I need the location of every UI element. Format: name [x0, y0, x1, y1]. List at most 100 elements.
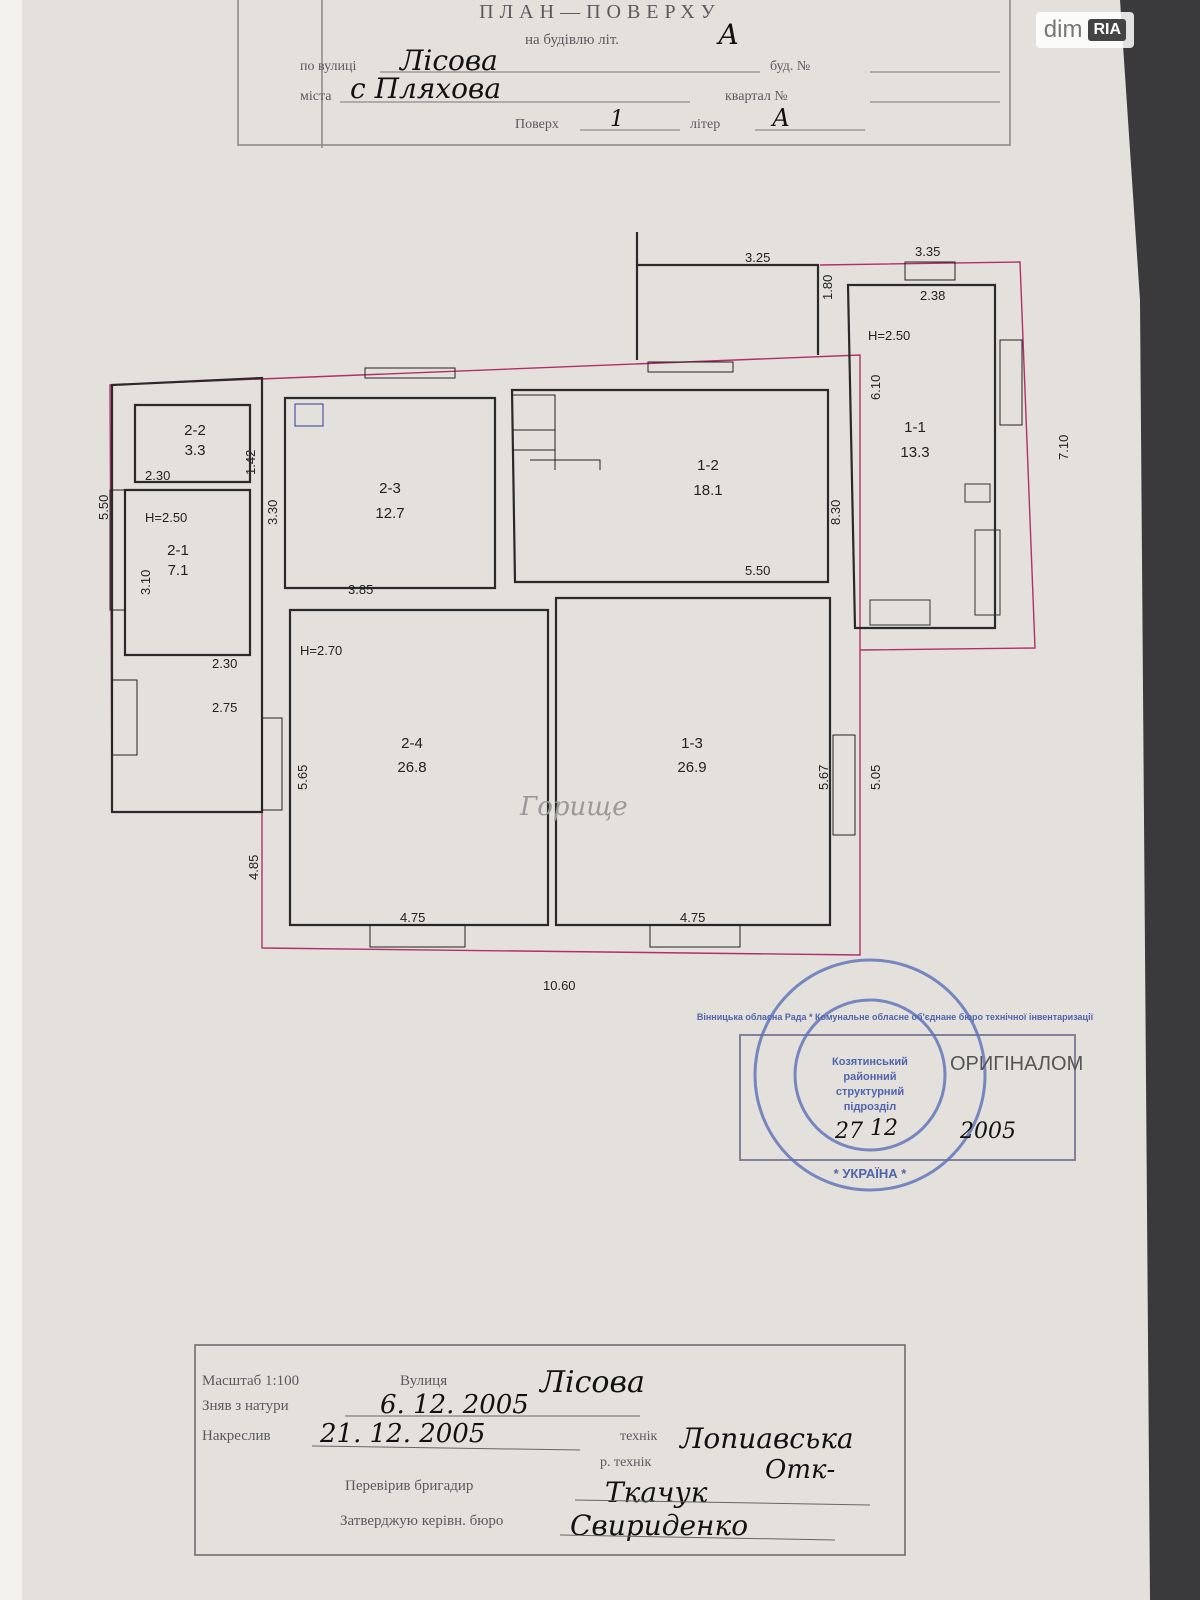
plan-title: ПЛАН—ПОВЕРХУ	[479, 1, 721, 23]
label: районний	[843, 1071, 896, 1083]
label: Зняв з натури	[202, 1398, 289, 1414]
label: 12	[870, 1116, 898, 1141]
label: 2.30	[212, 656, 237, 671]
label: Накреслив	[202, 1428, 271, 1444]
label: 5.05	[868, 765, 883, 790]
paper-sheet	[0, 0, 1150, 1600]
room-2-3-walls	[283, 396, 497, 590]
label: 3.25	[745, 250, 770, 265]
notebook-edge	[0, 0, 22, 1600]
label: * УКРАЇНА *	[834, 1166, 908, 1181]
label: Ткачук	[605, 1476, 708, 1509]
street-label: по вулиці	[300, 59, 356, 74]
watermark-badge: RIA	[1088, 19, 1126, 41]
label: 4.75	[680, 910, 705, 925]
stove-icon	[294, 403, 324, 427]
official-stamp: Козятинський районний структурний підроз…	[697, 958, 1094, 1192]
label: 7.10	[1056, 435, 1071, 460]
watermark-brand: dim	[1043, 16, 1083, 43]
room-id: 2-2	[184, 422, 206, 439]
room-id: 1-3	[681, 735, 703, 752]
porch-walls	[635, 232, 820, 360]
house-label: буд. №	[770, 59, 810, 74]
label: 10.60	[543, 978, 576, 993]
label: 3.10	[138, 570, 153, 595]
label: 3.35	[915, 244, 940, 259]
label: 6. 12. 2005	[380, 1390, 529, 1420]
label: Вінницька обласна Рада * Комунальне обла…	[697, 1012, 1094, 1022]
letter-label: літер	[690, 117, 720, 132]
watermark: dim RIA	[1035, 12, 1134, 48]
label: 8.30	[828, 500, 843, 525]
attic-label: Горище	[519, 792, 628, 822]
letter-value: А	[770, 104, 790, 132]
building-letter: А	[716, 18, 739, 51]
stairs-icon	[512, 394, 601, 470]
label: структурний	[836, 1086, 904, 1098]
boiler-icon	[869, 599, 931, 626]
label: Отк-	[765, 1455, 835, 1485]
block-label: квартал №	[725, 89, 788, 104]
label: Козятинський	[832, 1056, 908, 1068]
header-block: ПЛАН—ПОВЕРХУ на будівлю літ. А по вулиці…	[237, 0, 1011, 148]
floor-plan: 2-2 3.3 2-1 7.1 2-3 12.7 1-2 18.1 1-1 13…	[96, 232, 1071, 993]
floor-value: 1	[610, 107, 624, 132]
city-label: міста	[300, 89, 332, 104]
room-area: 26.9	[677, 759, 706, 776]
room-1-2-walls	[510, 388, 830, 584]
label: 3.30	[265, 500, 280, 525]
label: 27	[834, 1119, 863, 1144]
label: Лісова	[538, 1365, 645, 1400]
room-1-1-walls	[846, 283, 997, 630]
label: Лопиавська	[678, 1422, 854, 1455]
label: 5.50	[96, 495, 111, 520]
label: Масштаб 1:100	[202, 1373, 299, 1389]
room-id: 2-3	[379, 480, 401, 497]
label: ОРИГІНАЛОМ	[950, 1053, 1083, 1075]
floor-label: Поверх	[515, 117, 559, 132]
room-area: 7.1	[168, 562, 189, 579]
room-1-3-walls	[554, 596, 832, 927]
room-area: 26.8	[397, 759, 426, 776]
room-2-2-walls	[133, 403, 252, 484]
label: 4.75	[400, 910, 425, 925]
label: 2.38	[920, 288, 945, 303]
label: 5.50	[745, 563, 770, 578]
label: 21. 12. 2005	[319, 1419, 485, 1449]
label: 5.65	[295, 765, 310, 790]
room-id: 2-1	[167, 542, 189, 559]
label: 2.30	[145, 468, 170, 483]
room-area: 18.1	[693, 482, 722, 499]
room-area: 12.7	[375, 505, 404, 522]
label: технік	[620, 1429, 658, 1444]
room-id: 2-4	[401, 735, 423, 752]
room-2-4-walls	[288, 608, 550, 927]
title-block: Масштаб 1:100 Вулиця Лісова Зняв з натур…	[194, 1344, 906, 1556]
stove-icon	[964, 483, 991, 503]
label: 1.80	[820, 275, 835, 300]
dimension-labels: 3.25 3.35 2.38 1.80 6.10 7.10 2.30 1.42 …	[96, 244, 1071, 993]
label: р. технік	[600, 1455, 652, 1470]
room-area: 3.3	[185, 442, 206, 459]
label: Затверджую керівн. бюро	[340, 1513, 503, 1529]
room-area: 13.3	[900, 444, 929, 461]
room-id: 1-2	[697, 457, 719, 474]
wall-left-wing	[110, 376, 264, 814]
label: 4.85	[246, 855, 261, 880]
label: 2005	[959, 1119, 1016, 1144]
label: H=2.70	[300, 643, 342, 658]
label: 6.10	[868, 375, 883, 400]
room-id: 1-1	[904, 419, 926, 436]
windows	[109, 261, 1023, 948]
label: 1.42	[243, 450, 258, 475]
label: 5.67	[816, 765, 831, 790]
city-value: с Пляхова	[350, 72, 501, 105]
label: H=2.50	[868, 328, 910, 343]
label: H=2.50	[145, 510, 187, 525]
label: підрозділ	[844, 1101, 896, 1113]
label: 3.85	[348, 582, 373, 597]
label: Вулиця	[400, 1373, 447, 1389]
counter-icon	[974, 529, 1001, 616]
label: Перевірив бригадир	[345, 1478, 473, 1494]
